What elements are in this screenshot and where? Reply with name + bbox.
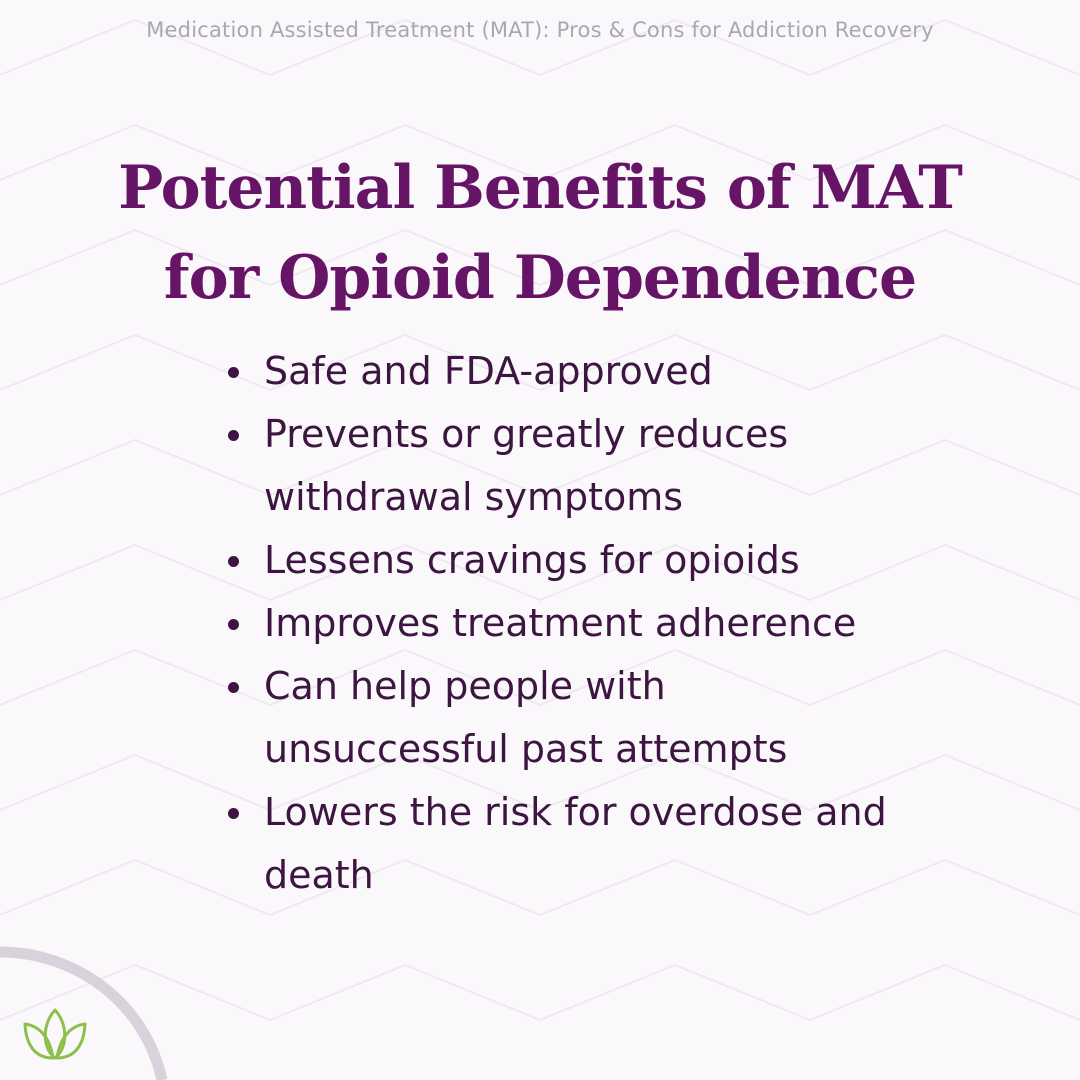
benefit-item: Can help people with unsuccessful past a… — [220, 655, 900, 781]
bullet-icon — [228, 430, 239, 441]
benefit-text: Improves treatment adherence — [264, 601, 857, 645]
benefit-text: Prevents or greatly reduces withdrawal s… — [264, 412, 789, 519]
corner-arc-decoration — [0, 946, 168, 1080]
benefit-text: Lessens cravings for opioids — [264, 538, 800, 582]
lotus-leaves-icon — [23, 1008, 87, 1060]
page-title-line-1: Potential Benefits of MAT — [118, 153, 963, 223]
benefit-text: Safe and FDA-approved — [264, 349, 713, 393]
page-title-line-2: for Opioid Dependence — [163, 243, 917, 313]
benefit-item: Safe and FDA-approved — [220, 340, 900, 403]
bullet-icon — [228, 682, 239, 693]
bullet-icon — [228, 808, 239, 819]
bullet-icon — [228, 367, 239, 378]
page-title: Potential Benefits of MAT for Opioid Dep… — [40, 143, 1040, 323]
bullet-icon — [228, 556, 239, 567]
bullet-icon — [228, 619, 239, 630]
header-series-title: Medication Assisted Treatment (MAT): Pro… — [146, 18, 934, 42]
benefit-item: Prevents or greatly reduces withdrawal s… — [220, 403, 900, 529]
benefits-list: Safe and FDA-approved Prevents or greatl… — [220, 340, 900, 907]
benefit-item: Lowers the risk for overdose and death — [220, 781, 900, 907]
benefit-text: Can help people with unsuccessful past a… — [264, 664, 788, 771]
benefit-item: Improves treatment adherence — [220, 592, 900, 655]
benefit-text: Lowers the risk for overdose and death — [264, 790, 887, 897]
benefit-item: Lessens cravings for opioids — [220, 529, 900, 592]
